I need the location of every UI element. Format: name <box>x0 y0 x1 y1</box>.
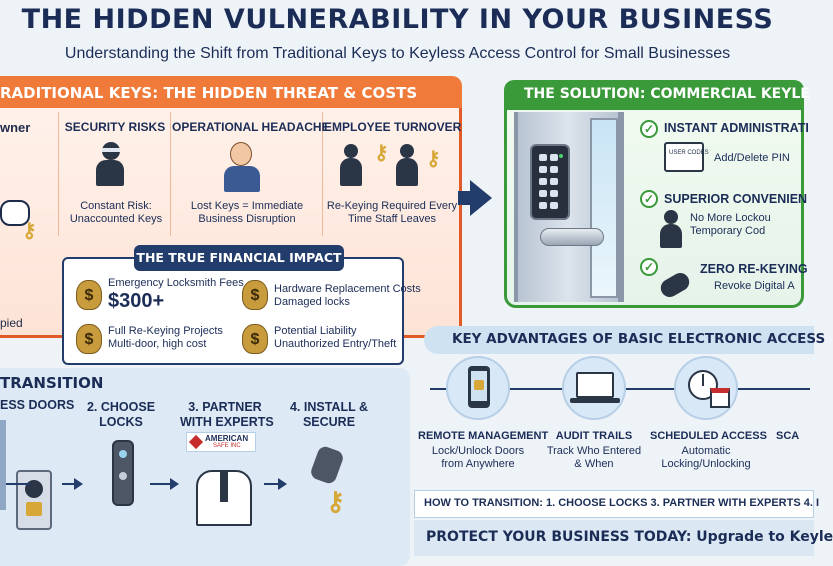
step-3-subtitle: WITH EXPERTS <box>180 415 274 429</box>
zero-rekeying-title: ZERO RE-KEYING <box>700 262 808 276</box>
liability-label: Potential Liability <box>274 325 357 337</box>
employee-turnover-title: EMPLOYEE TURNOVER <box>324 120 462 134</box>
owner-label: wner <box>0 120 31 135</box>
arrow-right-icon <box>170 478 179 490</box>
financial-impact-title: THE TRUE FINANCIAL IMPACT <box>134 245 344 271</box>
audit-trails-desc1: Track Who Entered <box>546 445 642 457</box>
copied-label: pied <box>0 316 23 330</box>
expert-person-icon <box>196 456 252 526</box>
arrow-right-icon <box>470 180 492 216</box>
audit-trails-desc2: & When <box>574 458 614 470</box>
stressed-person-icon <box>222 140 262 194</box>
scheduled-access-desc2: Locking/Unlocking <box>661 458 751 470</box>
arrow-right-icon <box>74 478 83 490</box>
phone-lock-icon <box>446 356 510 420</box>
superior-convenience-desc1: No More Lockou <box>690 212 771 224</box>
cta-banner <box>414 520 814 556</box>
solution-header <box>504 80 804 110</box>
traditional-keys-title: RADITIONAL KEYS: THE HIDDEN THREAT & COS… <box>0 84 418 102</box>
lever-lock-icon <box>16 470 52 530</box>
rekeying-projects-detail: Multi-door, high cost <box>108 338 207 350</box>
money-bag-icon: $ <box>242 324 268 354</box>
check-icon: ✓ <box>640 190 658 208</box>
step-2-subtitle: LOCKS <box>99 415 143 429</box>
remote-management-desc1: Lock/Unlock Doors <box>431 445 525 457</box>
door-edge <box>0 420 6 510</box>
check-icon: ✓ <box>640 120 658 138</box>
arrow-right-icon <box>458 191 472 205</box>
american-safe-logo: AMERICAN SAFE INC <box>186 432 256 452</box>
clock-calendar-icon <box>674 356 738 420</box>
superior-convenience-desc2: Temporary Cod <box>690 225 766 237</box>
transition-panel <box>0 368 410 566</box>
locksmith-fees-price: $300+ <box>108 290 165 312</box>
locksmith-fees-label: Emergency Locksmith Fees <box>108 277 244 289</box>
remote-management-title: REMOTE MANAGEMENT <box>418 430 549 442</box>
how-to-transition-bar <box>414 490 814 518</box>
step-4-title: 4. INSTALL & <box>289 400 368 414</box>
hardware-costs-detail: Damaged locks <box>274 296 350 308</box>
door-handle-icon <box>540 228 604 246</box>
door-glass <box>590 118 618 298</box>
step-1-title: ESS DOORS <box>0 398 75 412</box>
smart-lock-icon <box>112 440 134 506</box>
page-subtitle: Understanding the Shift from Traditional… <box>64 45 731 62</box>
scalability-title: SCA <box>776 430 800 442</box>
hand-keys-icon: ⚷ <box>326 486 346 516</box>
audit-trails-title: AUDIT TRAILS <box>555 430 633 442</box>
operational-headache-title: OPERATIONAL HEADACHE <box>172 120 330 134</box>
burglar-icon <box>90 140 130 190</box>
liability-detail: Unauthorized Entry/Theft <box>274 338 397 350</box>
employees-keys-icon: ⚷ ⚷ <box>340 140 444 192</box>
advantages-title: KEY ADVANTAGES OF BASIC ELECTRONIC ACCES… <box>452 331 826 347</box>
employee-turnover-desc: Re-Keying Required Every Time Staff Leav… <box>326 200 458 225</box>
hand-keys-icon: ⚷ <box>0 190 40 250</box>
page-title: THE HIDDEN VULNERABILITY IN YOUR BUSINES… <box>21 4 774 35</box>
scheduled-access-desc1: Automatic <box>681 445 731 457</box>
traditional-keys-header <box>0 76 462 108</box>
check-icon: ✓ <box>640 258 658 276</box>
step-2-title: 2. CHOOSE <box>86 400 156 414</box>
remote-management-desc2: from Anywhere <box>441 458 515 470</box>
money-bag-icon: $ <box>242 280 268 310</box>
transition-title: TRANSITION <box>0 374 104 392</box>
instant-administration-desc: Add/Delete PIN <box>714 152 790 164</box>
how-to-transition-text: HOW TO TRANSITION: 1. CHOOSE LOCKS 3. PA… <box>424 497 820 509</box>
solution-title: THE SOLUTION: COMMERCIAL KEYLE <box>524 86 810 102</box>
rekeying-projects-label: Full Re-Keying Projects <box>108 325 223 337</box>
arrow-right-icon <box>278 478 287 490</box>
advantages-header <box>424 326 814 354</box>
money-bag-icon: $ <box>76 280 102 310</box>
hardware-costs-label: Hardware Replacement Costs <box>274 283 421 295</box>
step-4-subtitle: SECURE <box>302 415 356 429</box>
instant-administration-title: INSTANT ADMINISTRATI <box>664 121 809 135</box>
laptop-icon <box>562 356 626 420</box>
scheduled-access-title: SCHEDULED ACCESS <box>650 430 767 442</box>
person-phone-icon <box>658 210 686 248</box>
keypad-lock-icon <box>530 144 570 220</box>
security-risks-title: SECURITY RISKS <box>64 120 166 134</box>
step-3-title: 3. PARTNER <box>188 400 262 414</box>
cta-text: PROTECT YOUR BUSINESS TODAY: Upgrade to … <box>426 529 833 545</box>
security-risks-desc: Constant Risk: Unaccounted Keys <box>69 200 163 225</box>
tablet-icon: USER CODES <box>664 142 709 172</box>
zero-rekeying-desc: Revoke Digital A <box>714 280 795 292</box>
money-bag-icon: $ <box>76 324 102 354</box>
superior-convenience-title: SUPERIOR CONVENIEN <box>664 192 808 206</box>
operational-headache-desc: Lost Keys = Immediate Business Disruptio… <box>190 200 304 225</box>
